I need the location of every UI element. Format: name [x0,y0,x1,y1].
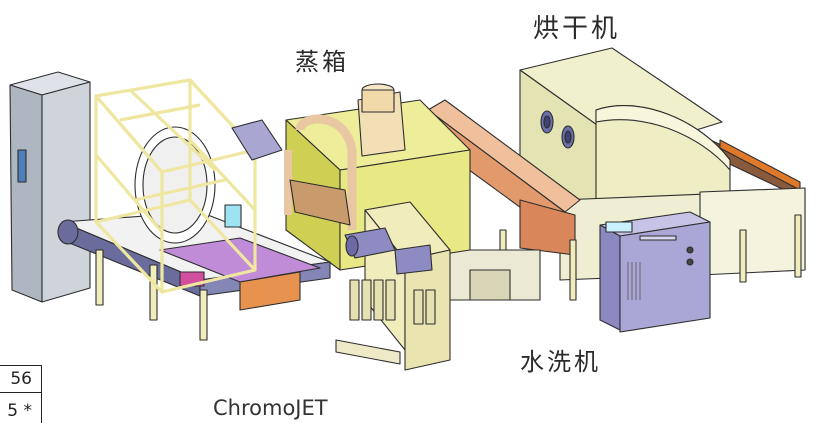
control-cabinet [599,211,711,333]
electrical-cabinet [9,71,91,303]
chromojet-printer [57,78,331,341]
label-washer: 水洗机 [520,348,601,376]
label-dryer: 烘干机 [533,14,621,44]
label-steamer: 蒸箱 [295,48,349,76]
table-fragment-cell: 5 * [0,392,42,423]
washer-feed-console [335,201,451,371]
label-chromojet: ChromoJET [213,396,328,420]
table-fragment-value: 5 * [7,401,32,421]
table-fragment-cell: 56 [0,365,42,393]
table-fragment-value: 56 [10,369,32,389]
